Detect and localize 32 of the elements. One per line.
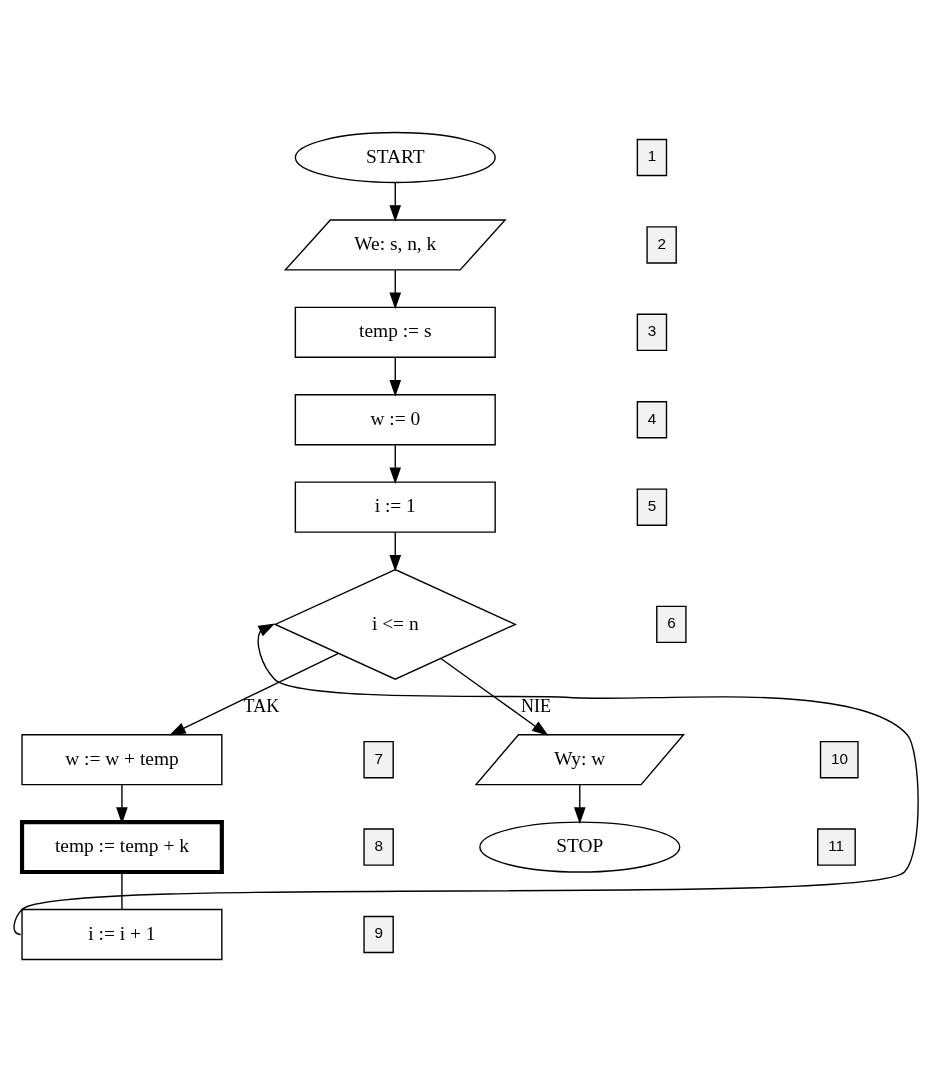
label: 10 — [830, 749, 848, 767]
arrow — [13, 622, 919, 935]
node-box: temp := temp + k — [19, 819, 224, 874]
label: 2 — [657, 234, 666, 252]
node-box: i := i + 1 — [21, 908, 223, 960]
connector — [121, 871, 123, 910]
label: 3 — [647, 321, 657, 339]
arrow — [440, 657, 549, 736]
edge-label: NIE — [521, 695, 552, 716]
node-ellipse: STOP — [479, 820, 681, 873]
label: 8 — [374, 836, 383, 854]
arrow — [389, 531, 402, 572]
edge-label: TAK — [243, 695, 280, 716]
label: 9 — [374, 923, 383, 941]
label: 7 — [374, 749, 383, 767]
node-diamond: i <= n — [273, 568, 517, 680]
arrow — [389, 443, 402, 484]
node-ellipse: START — [294, 131, 496, 183]
label: 11 — [828, 836, 844, 854]
arrow — [389, 181, 402, 222]
label: 4 — [647, 409, 657, 427]
arrow — [389, 269, 402, 309]
node-box: i := 1 — [294, 481, 496, 533]
arrow — [573, 783, 586, 824]
label: 5 — [647, 496, 657, 514]
label: 6 — [667, 613, 676, 631]
node-box: w := w + temp — [21, 733, 223, 785]
label: 1 — [647, 146, 657, 164]
arrow — [169, 652, 339, 735]
node-box: w := 0 — [294, 393, 496, 445]
arrow — [389, 356, 402, 397]
node-box: temp := s — [294, 306, 496, 358]
